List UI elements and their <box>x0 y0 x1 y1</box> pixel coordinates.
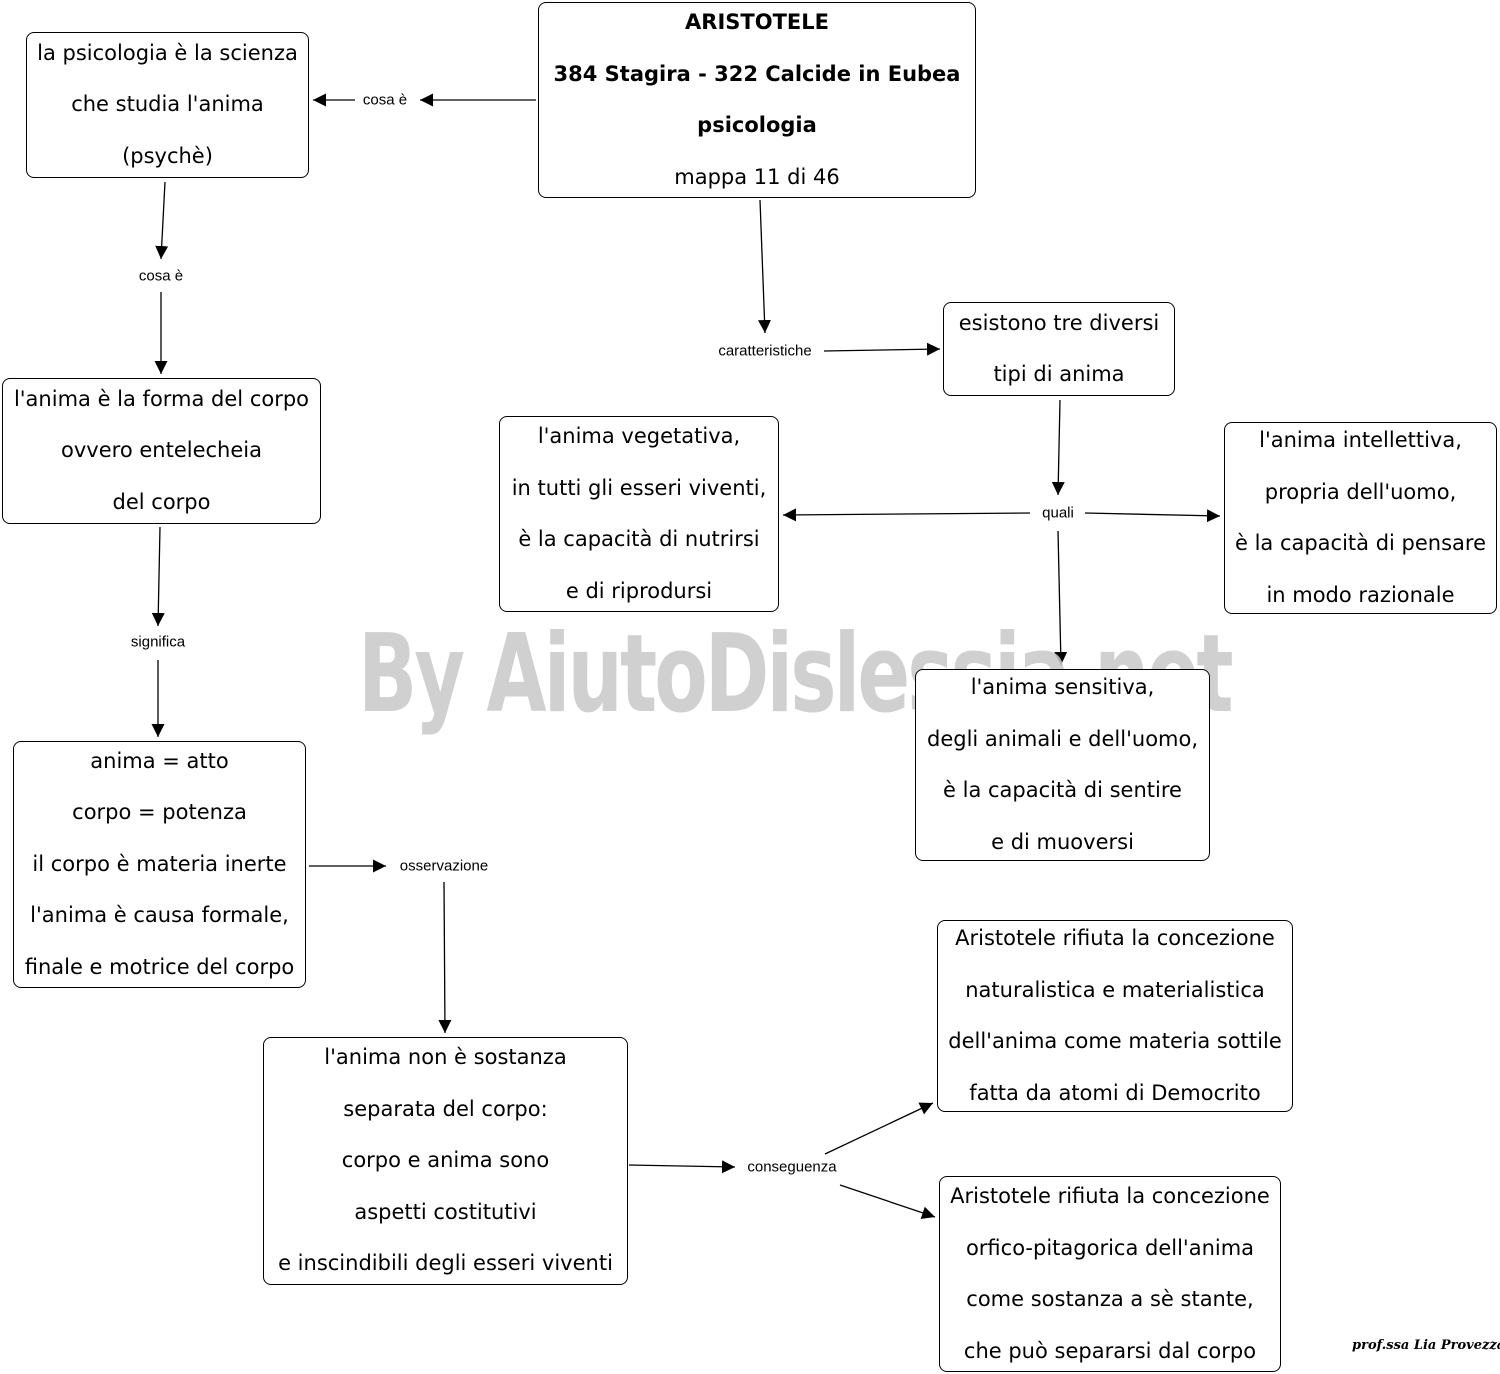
connector <box>628 1160 736 1174</box>
author-signature: prof.ssa Lia Provezza <box>1352 1338 1500 1353</box>
node-text-line: fatta da atomi di Democrito <box>969 1080 1261 1105</box>
node-text-line: l'anima sensitiva, <box>970 675 1155 699</box>
connector <box>1084 509 1221 523</box>
node-text-line: tipi di anima <box>993 362 1125 386</box>
title-name: ARISTOTELE <box>685 10 829 34</box>
link-label-cosa-e: cosa è <box>360 91 410 109</box>
connector <box>758 199 772 334</box>
node-text-line: la psicologia è la scienza <box>37 40 298 65</box>
connector <box>151 526 165 627</box>
node-text-line: orfico-pitagorica dell'anima <box>965 1235 1255 1260</box>
connector <box>438 881 452 1034</box>
node-anima-vegetativa: l'anima vegetativa, in tutti gli esseri … <box>499 416 779 612</box>
node-text-line: come sostanza a sè stante, <box>966 1287 1254 1311</box>
node-text-line: Aristotele rifiuta la concezione <box>950 1184 1270 1208</box>
node-text-line: in tutti gli esseri viventi, <box>511 475 767 500</box>
node-text-line: corpo e anima sono <box>341 1148 550 1173</box>
node-text-line: dell'anima come materia sottile <box>948 1029 1282 1053</box>
node-text-line: l'anima vegetativa, <box>537 424 741 448</box>
title-map-number: mappa 11 di 46 <box>674 164 840 189</box>
node-text-line: e inscindibili degli esseri viventi <box>278 1251 613 1276</box>
title-topic: psicologia <box>697 113 817 137</box>
connector <box>823 342 941 356</box>
node-text-line: anima = atto <box>90 748 229 773</box>
connector <box>1054 530 1068 666</box>
link-label-conseguenza: conseguenza <box>745 1158 839 1176</box>
connector <box>1051 399 1065 496</box>
node-text-line: separata del corpo: <box>343 1096 548 1121</box>
link-label-osservazione: osservazione <box>397 857 491 875</box>
connector <box>782 508 1031 522</box>
node-text-line: esistono tre diversi <box>958 310 1160 335</box>
node-text-line: l'anima non è sostanza <box>324 1045 567 1070</box>
node-text-line: ovvero entelecheia <box>61 438 262 463</box>
node-rifiuta-naturalistica: Aristotele rifiuta la concezione natural… <box>937 920 1293 1112</box>
link-label-caratteristiche: caratteristiche <box>716 342 814 360</box>
node-text-line: è la capacità di pensare <box>1234 531 1487 555</box>
node-text-line: del corpo <box>112 489 211 514</box>
node-text-line: l'anima è la forma del corpo <box>13 386 310 411</box>
node-text-line: in modo razionale <box>1266 582 1455 607</box>
node-text-line: che può separarsi dal corpo <box>963 1338 1257 1363</box>
node-text-line: l'anima è causa formale, <box>30 903 289 928</box>
node-text-line: degli animali e dell'uomo, <box>926 726 1199 751</box>
node-text-line: che studia l'anima <box>71 92 264 117</box>
connector <box>155 181 169 260</box>
node-text-line: propria dell'uomo, <box>1264 479 1457 504</box>
node-text-line: Aristotele rifiuta la concezione <box>955 926 1275 950</box>
node-text-line: e di muoversi <box>991 829 1134 854</box>
title-dates: 384 Stagira - 322 Calcide in Eubea <box>553 61 961 86</box>
node-atto-potenza: anima = atto corpo = potenza il corpo è … <box>13 741 306 988</box>
node-text-line: è la capacità di sentire <box>943 778 1182 802</box>
node-text-line: corpo = potenza <box>72 800 247 825</box>
link-label-significa: significa <box>128 633 188 651</box>
node-text-line: naturalistica e materialistica <box>965 977 1265 1002</box>
node-anima-forma: l'anima è la forma del corpo ovvero ente… <box>2 378 321 524</box>
node-text-line: è la capacità di nutrirsi <box>518 527 760 551</box>
node-rifiuta-orfica: Aristotele rifiuta la concezione orfico-… <box>939 1176 1281 1372</box>
link-label-quali: quali <box>1040 504 1076 522</box>
node-psicologia-definizione: la psicologia è la scienza che studia l'… <box>26 32 309 178</box>
title-node: ARISTOTELE 384 Stagira - 322 Calcide in … <box>538 2 976 198</box>
node-anima-intellettiva: l'anima intellettiva, propria dell'uomo,… <box>1224 422 1497 614</box>
node-text-line: l'anima intellettiva, <box>1259 428 1462 452</box>
node-anima-sensitiva: l'anima sensitiva, degli animali e dell'… <box>915 669 1210 861</box>
connector <box>839 1184 936 1220</box>
node-tre-tipi-anima: esistono tre diversi tipi di anima <box>943 302 1175 396</box>
node-text-line: (psychè) <box>122 143 213 168</box>
connector <box>824 1102 934 1155</box>
link-label-cosa-e: cosa è <box>136 267 186 285</box>
node-text-line: aspetti costitutivi <box>354 1199 537 1224</box>
node-text-line: finale e motrice del corpo <box>24 954 295 979</box>
node-text-line: il corpo è materia inerte <box>32 851 287 876</box>
node-anima-non-sostanza: l'anima non è sostanza separata del corp… <box>263 1037 628 1285</box>
node-text-line: e di riprodursi <box>565 578 713 603</box>
